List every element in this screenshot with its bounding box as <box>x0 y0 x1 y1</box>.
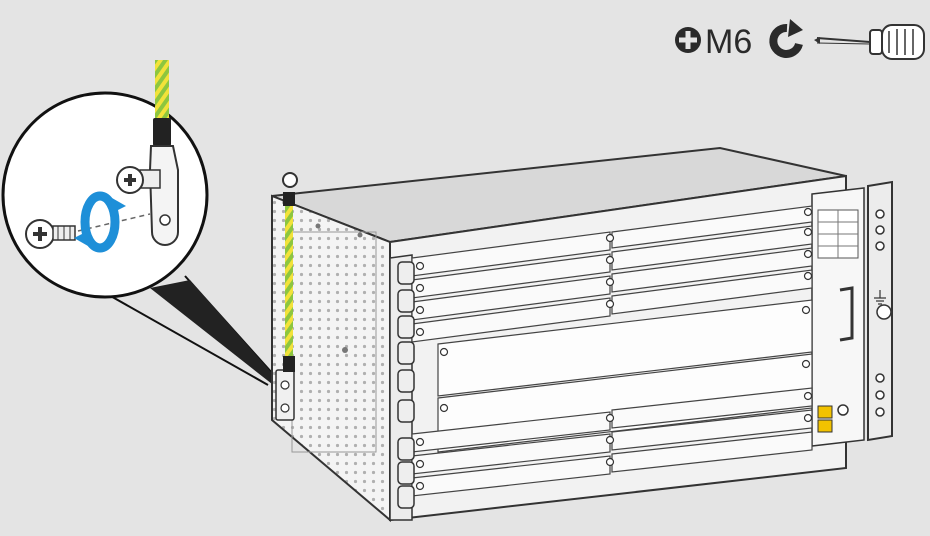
warning-label-icon <box>817 405 833 433</box>
ground-symbol-icon <box>874 290 886 305</box>
subrack-chassis <box>271 146 893 523</box>
tool-legend: M6 <box>675 19 925 61</box>
chassis-ground-cable <box>282 172 298 372</box>
right-control-panel <box>811 187 865 447</box>
screwdriver-icon <box>814 24 925 60</box>
board-slots <box>411 205 813 497</box>
callout-detail <box>25 60 179 253</box>
captive-screws <box>415 207 813 491</box>
handle-icon <box>839 286 854 342</box>
callout-leader-lines <box>99 275 283 386</box>
clockwise-tighten-icon <box>769 19 803 58</box>
phillips-head-icon <box>675 27 701 53</box>
bolt-icon <box>116 166 161 194</box>
side-ground-point <box>275 369 295 421</box>
right-mounting-ear <box>867 180 893 442</box>
screw-size-label: M6 <box>705 23 752 61</box>
ground-cable-icon <box>153 60 171 146</box>
rotate-arrow-icon <box>74 191 126 253</box>
otl-terminal-icon <box>148 145 179 246</box>
board-ejector-levers <box>397 261 415 509</box>
